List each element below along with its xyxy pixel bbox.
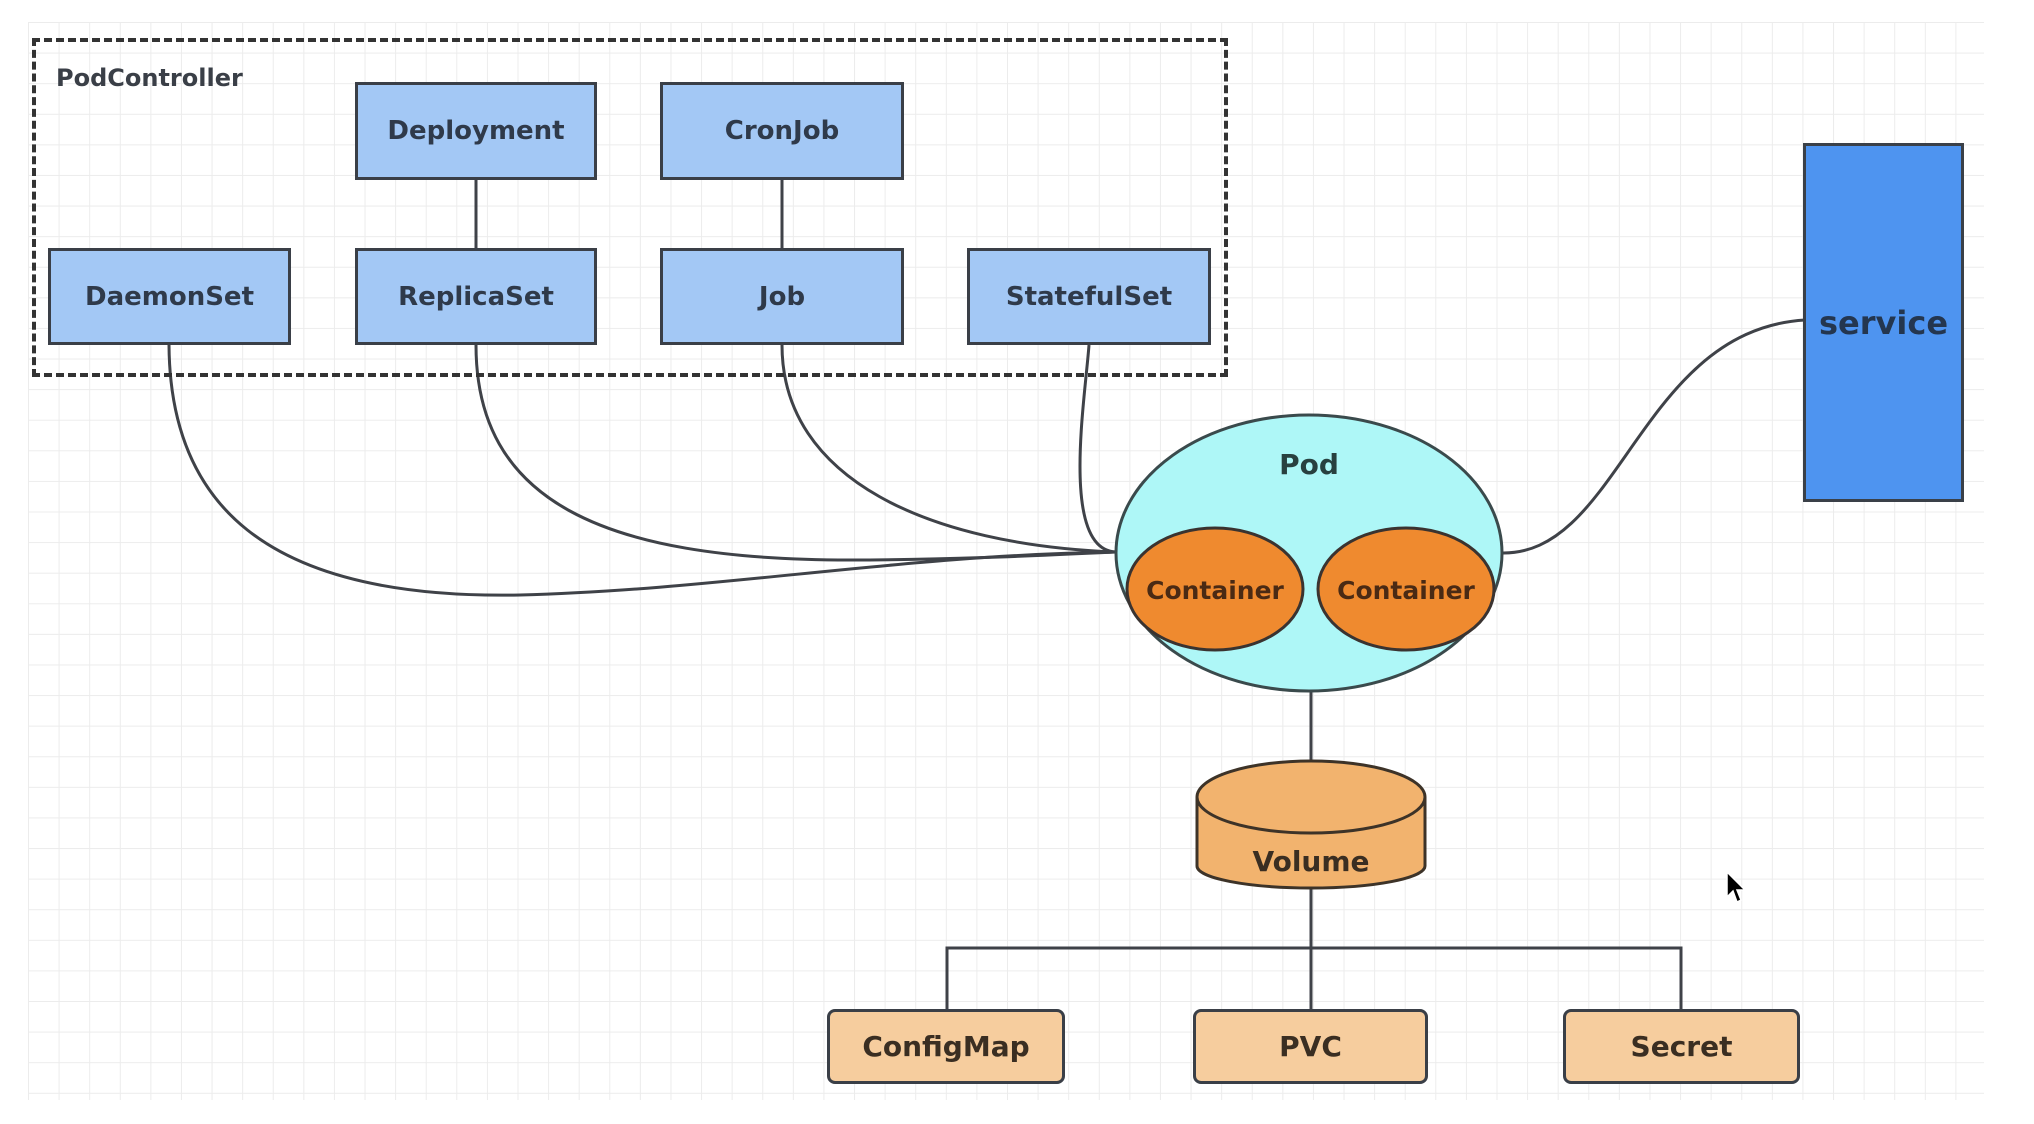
node-replicaset[interactable]: ReplicaSet: [355, 248, 597, 345]
edge-statefulset-pod: [1078, 344, 1117, 554]
node-configmap[interactable]: ConfigMap: [827, 1009, 1065, 1084]
edge-job-pod: [780, 344, 1117, 554]
edge-volume-branch: [945, 888, 1683, 1009]
node-deployment[interactable]: Deployment: [355, 82, 597, 180]
pod-controller-label: PodController: [56, 64, 243, 92]
mouse-cursor-icon: [1726, 871, 1747, 904]
node-cronjob[interactable]: CronJob: [660, 82, 904, 180]
node-daemonset[interactable]: DaemonSet: [48, 248, 291, 345]
node-service[interactable]: service: [1803, 143, 1964, 502]
node-pvc[interactable]: PVC: [1193, 1009, 1428, 1084]
edge-replicaset-pod: [474, 344, 1117, 562]
background-grid: [28, 22, 1984, 1100]
edge-pod-service: [1501, 318, 1806, 555]
node-statefulset[interactable]: StatefulSet: [967, 248, 1211, 345]
edge-daemonset-pod: [167, 344, 1117, 597]
pod-controller-group[interactable]: [32, 38, 1228, 377]
node-job[interactable]: Job: [660, 248, 904, 345]
node-secret[interactable]: Secret: [1563, 1009, 1800, 1084]
